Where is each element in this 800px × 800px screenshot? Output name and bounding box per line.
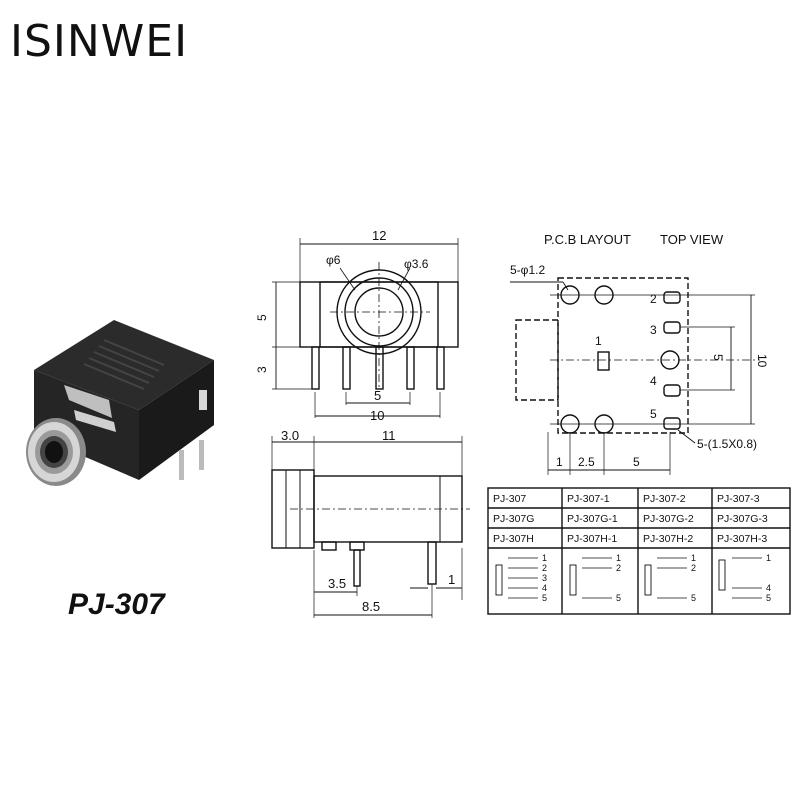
table-cell: PJ-307G-2: [643, 513, 694, 525]
table-cell: PJ-307: [493, 493, 526, 505]
pcb-hole-spec: 5-φ1.2: [510, 263, 545, 277]
schematic-pin: 1: [616, 553, 621, 563]
pcb-pin-4: 4: [650, 374, 657, 388]
dim-body-length: 11: [382, 428, 396, 443]
schematic-pin: 5: [766, 593, 771, 603]
pcb-pin-5: 5: [650, 407, 657, 421]
pcb-pin-3: 3: [650, 323, 657, 337]
brand-logo: ISINWEI: [10, 16, 189, 67]
table-cell: PJ-307H: [493, 533, 534, 545]
dim-pcb-5-right: 5: [711, 354, 725, 361]
schematic-pin: 5: [691, 593, 696, 603]
pcb-slot-spec: 5-(1.5X0.8): [697, 437, 757, 451]
table-cell: PJ-307-2: [643, 493, 686, 505]
schematic-pin: 4: [542, 583, 547, 593]
schematic-pin: 1: [542, 553, 547, 563]
dim-front-width: 12: [372, 228, 386, 243]
schematic-pin: 2: [616, 563, 621, 573]
side-view: [271, 436, 470, 618]
model-label: PJ-307: [68, 588, 165, 621]
schematic-pin: 2: [691, 563, 696, 573]
table-cell: PJ-307G-3: [717, 513, 768, 525]
table-cell: PJ-307H-2: [643, 533, 693, 545]
schematic-pin: 1: [691, 553, 696, 563]
dim-pcb-10-right: 10: [755, 354, 769, 368]
dim-pin-span-outer: 10: [370, 408, 384, 423]
schematic-pin: 5: [542, 593, 547, 603]
pcb-pin-1: 1: [595, 334, 602, 348]
product-photo: [26, 320, 214, 486]
table-cell: PJ-307G-1: [567, 513, 618, 525]
schematic-pin: 3: [542, 573, 547, 583]
dim-pcb-1: 1: [556, 455, 563, 469]
table-cell: PJ-307-1: [567, 493, 610, 505]
dim-pin-height: 3: [255, 366, 269, 373]
dim-pcb-5-bottom: 5: [633, 455, 640, 469]
variant-table: [487, 487, 791, 615]
schematic-pin: 2: [542, 563, 547, 573]
pcb-layout: [510, 277, 760, 475]
table-cell: PJ-307H-3: [717, 533, 767, 545]
table-cell: PJ-307G: [493, 513, 534, 525]
front-view: [272, 238, 459, 418]
dim-body-height: 5: [255, 314, 269, 321]
table-cell: PJ-307H-1: [567, 533, 617, 545]
schematic-pin: 4: [766, 583, 771, 593]
dim-pcb-2-5: 2.5: [578, 455, 595, 469]
dim-inner-dia: φ3.6: [404, 257, 429, 271]
top-view-title: TOP VIEW: [660, 232, 724, 247]
schematic-pin: 5: [616, 593, 621, 603]
dim-front-length: 3.0: [281, 428, 299, 443]
dim-outer-dia: φ6: [326, 253, 341, 267]
dim-pin-offset: 1: [448, 572, 455, 587]
pcb-pin-2: 2: [650, 292, 657, 306]
dim-pin-span-inner: 5: [374, 388, 381, 403]
dim-pin-pitch: 8.5: [362, 599, 380, 614]
pcb-title: P.C.B LAYOUT: [544, 232, 631, 247]
dim-pin-position: 3.5: [328, 576, 346, 591]
schematic-pin: 1: [766, 553, 771, 563]
table-cell: PJ-307-3: [717, 493, 760, 505]
